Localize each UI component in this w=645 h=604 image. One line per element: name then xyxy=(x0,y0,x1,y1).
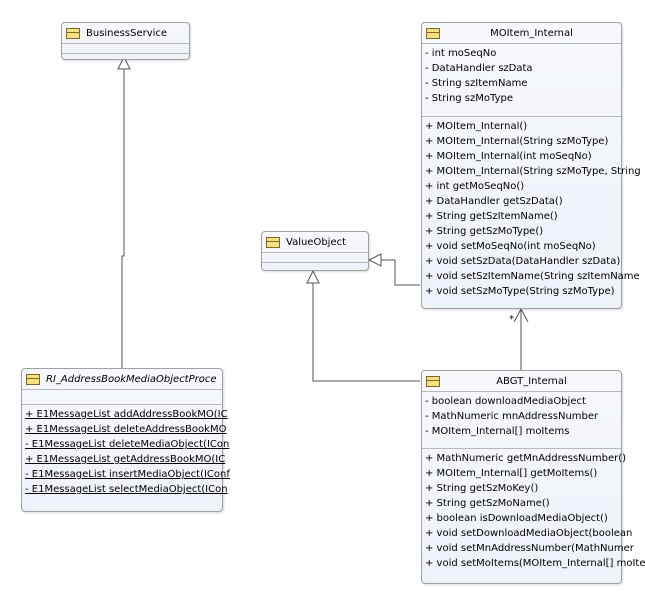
operation: + E1MessageList deleteAddressBookMO xyxy=(25,424,227,435)
class-header: ValueObject xyxy=(262,232,368,253)
operation: + E1MessageList getAddressBookMO(IC xyxy=(25,454,226,465)
class-ri-address-book-media-object-processor[interactable]: RI_AddressBookMediaObjectProce + E1Messa… xyxy=(21,368,230,512)
operations-section xyxy=(62,54,189,63)
operation: + DataHandler getSzData() xyxy=(425,196,563,207)
class-icon xyxy=(266,236,280,248)
operation: + void setDownloadMediaObject(boolean xyxy=(425,528,633,539)
attributes-section xyxy=(22,390,222,405)
operation: + void setSzMoType(String szMoType) xyxy=(425,286,615,297)
class-name: ValueObject xyxy=(286,236,347,248)
class-name: RI_AddressBookMediaObjectProce xyxy=(46,373,217,385)
class-name: MOItem_Internal xyxy=(490,27,573,39)
class-header: ABGT_Internal xyxy=(422,371,621,392)
operation: + void setMnAddressNumber(MathNumer xyxy=(425,543,634,554)
attribute: - DataHandler szData xyxy=(425,63,533,74)
attributes-section xyxy=(262,253,368,263)
operation: + boolean isDownloadMediaObject() xyxy=(425,513,608,524)
operation: + MOItem_Internal(String szMoType, Strin… xyxy=(425,166,641,177)
operation: + MOItem_Internal() xyxy=(425,121,528,132)
hollow-arrowhead xyxy=(367,253,382,267)
operation: + void setMoItems(MOItem_Internal[] moIt… xyxy=(425,558,645,569)
operations-section xyxy=(262,263,368,272)
attribute: - MOItem_Internal[] moItems xyxy=(425,426,570,437)
operation: - E1MessageList insertMediaObject(IConf xyxy=(25,469,230,480)
operations-section: + E1MessageList addAddressBookMO(IC + E1… xyxy=(22,405,230,499)
attributes-section: - boolean downloadMediaObject - MathNume… xyxy=(422,392,621,449)
class-header: RI_AddressBookMediaObjectProce xyxy=(22,369,222,390)
generalization-line-ri-to-businessservice xyxy=(121,68,125,368)
class-moitem-internal[interactable]: MOItem_Internal - int moSeqNo - DataHand… xyxy=(421,22,641,309)
class-business-service[interactable]: BusinessService xyxy=(61,22,190,60)
class-name: BusinessService xyxy=(86,27,168,39)
operation: + void setSzItemName(String szItemName xyxy=(425,271,640,282)
operations-section: + MathNumeric getMnAddressNumber() + MOI… xyxy=(422,449,645,573)
operation: + void setSzData(DataHandler szData) xyxy=(425,256,621,267)
generalization-line-abgt-to-valueobject xyxy=(312,282,420,382)
hollow-arrowhead xyxy=(306,269,320,284)
class-header: BusinessService xyxy=(62,23,189,44)
operation: - E1MessageList selectMediaObject(ICon xyxy=(25,484,228,495)
attributes-section: - int moSeqNo - DataHandler szData - Str… xyxy=(422,44,621,117)
operation: + String getSzMoName() xyxy=(425,498,550,509)
operation: + MathNumeric getMnAddressNumber() xyxy=(425,453,627,464)
operation: + int getMoSeqNo() xyxy=(425,181,525,192)
class-icon xyxy=(66,27,80,39)
operation: + E1MessageList addAddressBookMO(IC xyxy=(25,409,228,420)
generalization-line-moitem-to-valueobject xyxy=(381,259,420,286)
class-value-object[interactable]: ValueObject xyxy=(261,231,369,271)
operation: + String getSzMoKey() xyxy=(425,483,539,494)
operations-section: + MOItem_Internal() + MOItem_Internal(St… xyxy=(422,117,641,301)
class-abgt-internal[interactable]: ABGT_Internal - boolean downloadMediaObj… xyxy=(421,370,645,584)
attribute: - String szMoType xyxy=(425,93,513,104)
operation: + String getSzMoType() xyxy=(425,226,544,237)
hollow-arrowhead xyxy=(117,55,131,70)
operation: + MOItem_Internal(String szMoType) xyxy=(425,136,609,147)
attributes-section xyxy=(62,44,189,54)
class-header: MOItem_Internal xyxy=(422,23,621,44)
class-name: ABGT_Internal xyxy=(496,375,567,387)
operation: + MOItem_Internal(int moSeqNo) xyxy=(425,151,592,162)
attribute: - boolean downloadMediaObject xyxy=(425,396,586,407)
operation: + MOItem_Internal[] getMoItems() xyxy=(425,468,598,479)
operation: + String getSzItemName() xyxy=(425,211,558,222)
attribute: - int moSeqNo xyxy=(425,48,497,59)
multiplicity-label: * xyxy=(509,314,514,325)
attribute: - MathNumeric mnAddressNumber xyxy=(425,411,599,422)
attribute: - String szItemName xyxy=(425,78,528,89)
operation: - E1MessageList deleteMediaObject(ICon xyxy=(25,439,230,450)
class-icon xyxy=(26,373,40,385)
class-icon xyxy=(426,27,440,39)
class-icon xyxy=(426,375,440,387)
open-arrowhead xyxy=(513,307,529,323)
operation: + void setMoSeqNo(int moSeqNo) xyxy=(425,241,596,252)
